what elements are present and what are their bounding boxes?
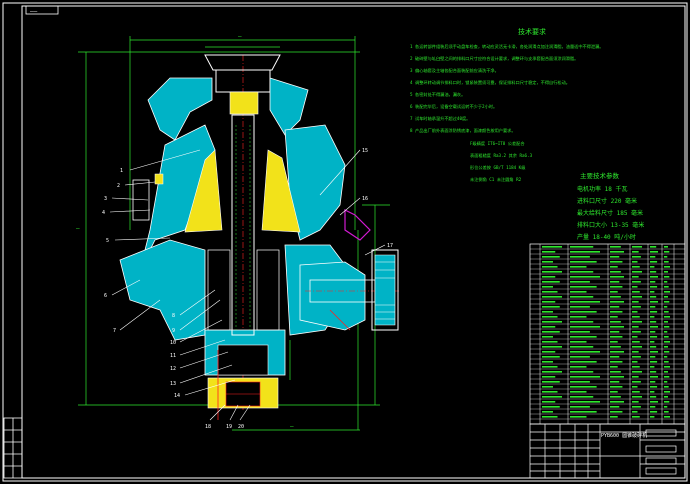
feed-hopper <box>204 54 281 71</box>
svg-text:3: 3 <box>104 196 107 202</box>
svg-text:14: 14 <box>174 393 180 399</box>
dimension-lines <box>78 36 390 431</box>
fit-notes: F级精度 IT6~IT8 公差配合 表面粗糙度 Ra3.2 其余 Ra6.3 形… <box>470 140 533 183</box>
svg-text:12: 12 <box>170 366 176 372</box>
svg-text:15: 15 <box>362 148 368 154</box>
title-block <box>529 423 686 479</box>
svg-text:排料口大小 13-35 毫米: 排料口大小 13-35 毫米 <box>577 221 644 229</box>
parts-list-table <box>529 243 686 425</box>
svg-text:—: — <box>76 225 80 232</box>
main-parameters: 主要技术参数 电机功率 18 千瓦 进料口尺寸 220 毫米 最大给料尺寸 18… <box>577 171 644 241</box>
tech-note-6: 6 装配完毕后，设备空载试运转不少于2小时。 <box>410 103 497 110</box>
distribution-plate <box>229 91 259 115</box>
svg-text:7: 7 <box>113 328 116 334</box>
drawing-number-text: —— <box>30 8 38 15</box>
svg-text:形位公差按 GB/T 1184 K级: 形位公差按 GB/T 1184 K级 <box>470 164 526 171</box>
main-frame-left <box>119 239 206 341</box>
leader-number-labels: 1 2 3 4 5 6 7 8 9 10 11 12 13 14 15 16 1… <box>102 148 393 430</box>
countershaft-housing <box>299 261 366 331</box>
drive-pulley <box>371 249 399 331</box>
svg-text:10: 10 <box>170 340 176 346</box>
svg-text:13: 13 <box>170 381 176 387</box>
svg-text:20: 20 <box>238 424 244 430</box>
svg-text:表面粗糙度 Ra3.2 其余 Ra6.3: 表面粗糙度 Ra3.2 其余 Ra6.3 <box>470 152 533 159</box>
crusher-body <box>119 54 400 420</box>
leader-lines <box>109 149 386 421</box>
tech-note-4: 4 调整环转动调节排料口时，锁紧装置须可靠，保证排料口尺寸稳定，不得自行松动。 <box>410 79 570 86</box>
inner-frame <box>21 5 686 479</box>
svg-text:进料口尺寸 220 毫米: 进料口尺寸 220 毫米 <box>577 197 637 205</box>
svg-text:最大给料尺寸 185 毫米: 最大给料尺寸 185 毫米 <box>577 209 643 217</box>
svg-text:未注倒角 C1 未注圆角 R2: 未注倒角 C1 未注圆角 R2 <box>470 176 522 183</box>
svg-text:11: 11 <box>170 353 176 359</box>
upper-frame-left <box>147 77 213 141</box>
main-shaft <box>231 114 255 336</box>
lifting-lug <box>344 209 371 241</box>
svg-text:16: 16 <box>362 196 368 202</box>
svg-text:9: 9 <box>172 328 175 334</box>
svg-text:F级精度 IT6~IT8 公差配合: F级精度 IT6~IT8 公差配合 <box>470 140 525 147</box>
svg-text:—: — <box>238 33 242 40</box>
tech-note-8: 8 产品出厂前外表面涂防锈底漆，面漆颜色按用户要求。 <box>410 127 516 134</box>
tech-note-3: 3 偏心轴套及主轴各配合面装配前应清洗干净。 <box>410 67 499 74</box>
tech-note-2: 2 破碎壁与轧臼壁之间的排料口尺寸应符合设计要求，调整环与支承套配合面须涂润滑脂… <box>410 55 578 62</box>
svg-text:8: 8 <box>172 313 175 319</box>
tech-note-5: 5 各密封处不得漏油，漏灰。 <box>410 91 465 98</box>
mantle-right <box>261 149 301 233</box>
title-block-name: PYB600 圆锥破碎机 <box>601 432 647 439</box>
svg-text:—: — <box>290 423 294 430</box>
tech-req-title: 技术要求 <box>518 27 546 36</box>
svg-text:2: 2 <box>117 183 120 189</box>
svg-text:4: 4 <box>102 210 105 216</box>
svg-text:1: 1 <box>120 168 123 174</box>
tech-note-7: 7 试车时轴承温升不超过40度。 <box>410 115 470 122</box>
svg-text:6: 6 <box>104 293 107 299</box>
tech-note-1: 1 各运转部件组装后须手动盘车检查，转动应灵活无卡滞，各处润滑点加注润滑脂，油量… <box>410 43 603 50</box>
svg-text:17: 17 <box>387 243 393 249</box>
technical-requirements: 技术要求 1 各运转部件组装后须手动盘车检查，转动应灵活无卡滞，各处润滑点加注润… <box>410 27 603 134</box>
svg-text:5: 5 <box>106 238 109 244</box>
svg-text:19: 19 <box>226 424 232 430</box>
svg-text:电机功率 18 千瓦: 电机功率 18 千瓦 <box>577 185 627 193</box>
bowl-left <box>139 124 216 271</box>
drawing-number-box <box>25 5 59 15</box>
upper-frame-right <box>269 77 309 136</box>
svg-text:产量 18-40 吨/小时: 产量 18-40 吨/小时 <box>577 233 636 241</box>
mantle-left <box>184 149 223 233</box>
left-revision-block <box>3 417 23 479</box>
svg-text:18: 18 <box>205 424 211 430</box>
main-params-title: 主要技术参数 <box>580 171 620 180</box>
